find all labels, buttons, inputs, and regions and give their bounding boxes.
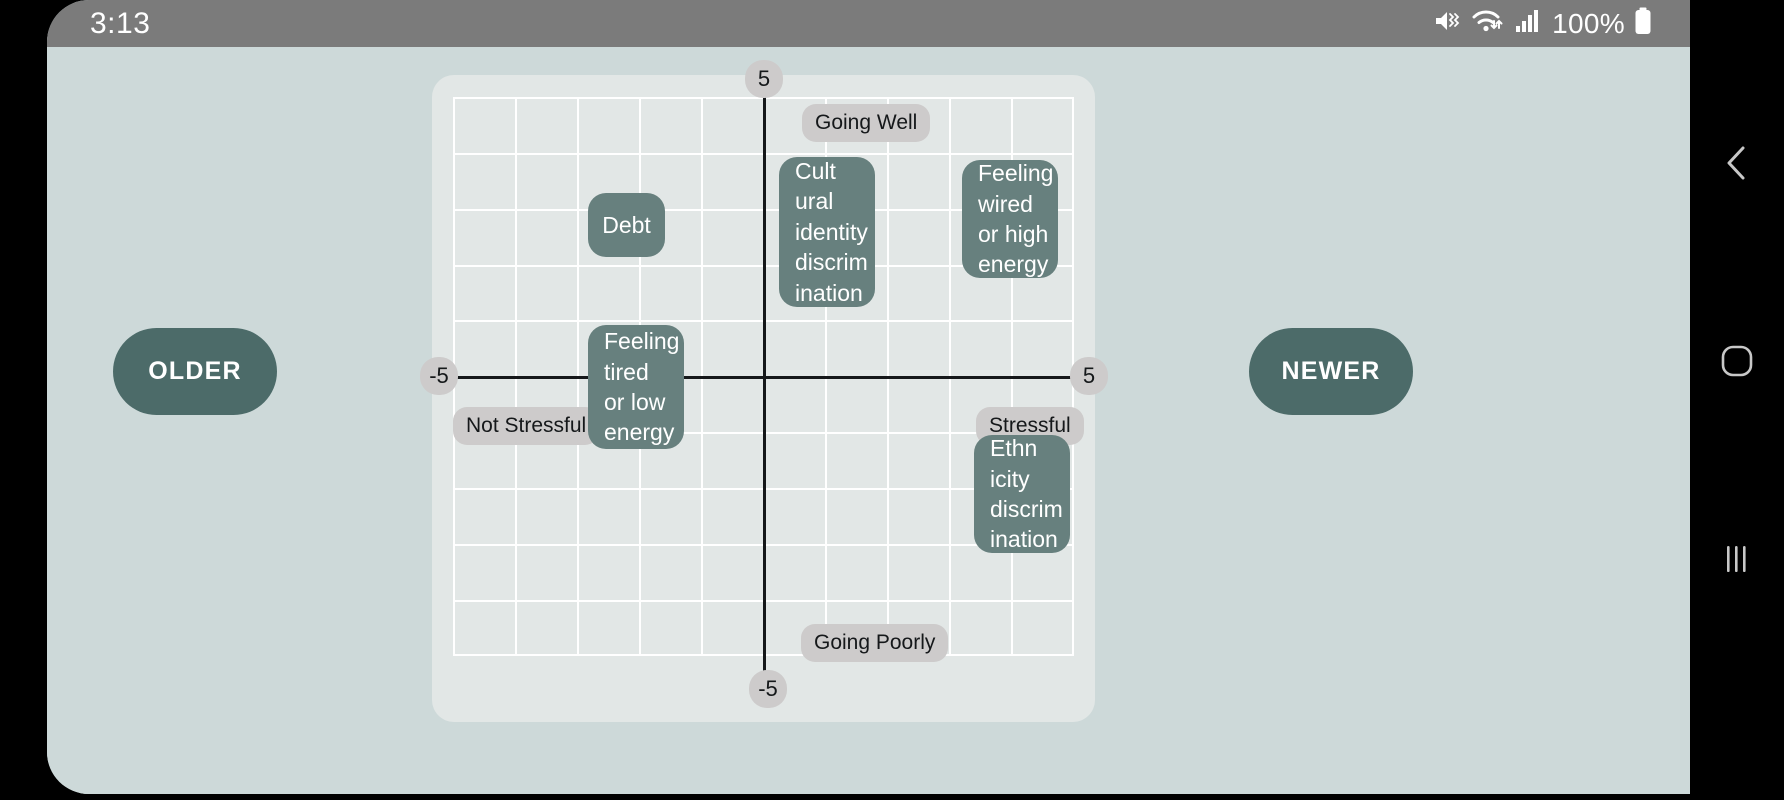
chip-line: icity: [990, 465, 1030, 492]
chip-line: Debt: [602, 211, 651, 238]
recents-icon[interactable]: [1714, 536, 1760, 582]
chip-line: ination: [795, 279, 863, 306]
quadrant-label-going-poorly: Going Poorly: [801, 624, 949, 662]
battery-icon: [1634, 7, 1652, 40]
chip-line: Feeling: [604, 328, 680, 355]
app-content: OLDER NEWER: [47, 47, 1690, 794]
data-chip-cultural-identity-discrimination[interactable]: Cult ural identity discrim ination: [779, 157, 875, 307]
chip-line: Cult: [795, 158, 836, 185]
cellular-signal-icon: [1515, 9, 1541, 38]
app-window: 3:13: [47, 0, 1690, 794]
status-clock: 3:13: [90, 6, 151, 40]
data-chip-ethnicity-discrimination[interactable]: Ethn icity discrim ination: [974, 435, 1070, 553]
y-axis-min-label: -5: [749, 670, 787, 708]
chip-line: energy: [604, 419, 675, 446]
chip-line: ination: [990, 526, 1058, 553]
x-axis-min-label: -5: [420, 357, 458, 395]
x-axis-max-label: 5: [1070, 357, 1108, 395]
chip-line: tired: [604, 358, 649, 385]
chip-line: or high: [978, 221, 1049, 247]
quadrant-label-going-well: Going Well: [802, 104, 931, 142]
chip-line: identity: [795, 218, 868, 245]
data-chip-feeling-wired-or-high-energy[interactable]: Feeling wired or high energy: [962, 160, 1058, 278]
chip-line: Feeling: [978, 160, 1054, 187]
quadrant-label-not-stressful: Not Stressful: [453, 407, 600, 445]
chip-line: or low: [604, 389, 666, 415]
chip-line: energy: [978, 251, 1049, 278]
home-icon[interactable]: [1714, 338, 1760, 384]
newer-button[interactable]: NEWER: [1249, 328, 1413, 415]
older-button[interactable]: OLDER: [113, 328, 277, 415]
chip-line: ural: [795, 188, 834, 215]
status-icons: 100%: [1433, 7, 1652, 40]
battery-percent-label: 100%: [1552, 7, 1625, 39]
status-bar: 3:13: [47, 0, 1690, 47]
back-icon[interactable]: [1714, 140, 1760, 186]
mute-vibrate-icon: [1433, 8, 1463, 39]
chip-line: discrim: [990, 496, 1063, 522]
chip-line: Ethn: [990, 435, 1038, 462]
scatter-plot-card: Going Well Not Stressful Stressful Going…: [420, 60, 1108, 722]
plot-area: Going Well Not Stressful Stressful Going…: [420, 60, 1108, 708]
chip-line: wired: [978, 190, 1033, 217]
y-axis-max-label: 5: [745, 60, 783, 98]
android-nav-bar: [1690, 0, 1784, 800]
wifi-icon: [1472, 8, 1506, 39]
chip-line: discrim: [795, 249, 868, 276]
y-axis: [763, 79, 766, 674]
data-chip-feeling-tired-or-low-energy[interactable]: Feeling tired or low energy: [588, 325, 684, 449]
data-chip-debt[interactable]: Debt: [588, 193, 665, 257]
